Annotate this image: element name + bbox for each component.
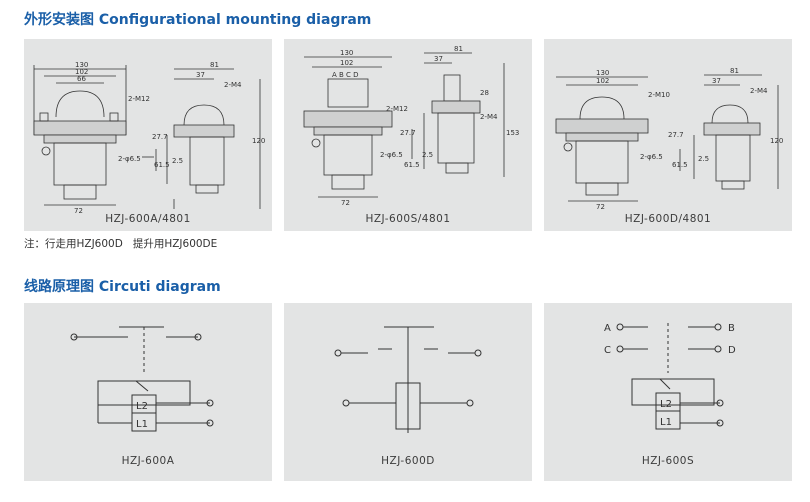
dim-61-5: 61.5 xyxy=(404,161,420,169)
mounting-drawing-600a: 130 102 66 72 2-M12 2-φ6.5 81 37 2-M4 27… xyxy=(33,61,265,215)
dim-102: 102 xyxy=(75,68,88,76)
mounting-panel-600d: 130 102 72 2-M10 2-φ6.5 81 37 2-M4 27.7 … xyxy=(544,39,792,231)
panel-caption: HZJ-600S xyxy=(641,455,695,467)
circuit-panel-600a: L2 L1 HZJ-600A xyxy=(24,303,272,481)
mounting-section-title: 外形安装图 Configurational mounting diagram xyxy=(24,12,372,28)
coil-label-l1: L1 xyxy=(136,419,148,430)
mounting-panel-600s: 130 102 A B C D 72 2-M12 2-φ6.5 81 37 2-… xyxy=(284,39,532,231)
dim-m12: 2-M12 xyxy=(386,105,408,113)
dim-130: 130 xyxy=(75,61,88,69)
panel-caption: HZJ-600A/4801 xyxy=(105,213,191,225)
dim-2-5: 2.5 xyxy=(172,157,183,165)
coil-label-l2: L2 xyxy=(660,399,672,410)
dim-m4: 2-M4 xyxy=(224,81,242,89)
dim-72: 72 xyxy=(74,207,83,215)
panel-caption: HZJ-600D xyxy=(381,455,435,467)
circuit-section-title: 线路原理图 Circuti diagram xyxy=(24,279,221,295)
dim-61-5: 61.5 xyxy=(672,161,688,169)
mounting-drawing-600s: 130 102 A B C D 72 2-M12 2-φ6.5 81 37 2-… xyxy=(303,45,519,207)
usage-note: 注：行走用HZJ600D 提升用HZJ600DE xyxy=(24,238,218,250)
terminal-a: A xyxy=(604,323,611,334)
dim-27-7: 27.7 xyxy=(152,133,168,141)
dim-m12: 2-M12 xyxy=(128,95,150,103)
panel-caption: HZJ-600A xyxy=(121,455,175,467)
dim-27-7: 27.7 xyxy=(668,131,684,139)
dim-81: 81 xyxy=(454,45,463,53)
dim-2-5: 2.5 xyxy=(422,151,433,159)
terminal-labels: A B C D xyxy=(332,71,359,79)
dim-61-5: 61.5 xyxy=(154,161,170,169)
dim-37: 37 xyxy=(196,71,205,79)
dim-hole: 2-φ6.5 xyxy=(640,153,663,161)
dim-2-5: 2.5 xyxy=(698,155,709,163)
dim-72: 72 xyxy=(341,199,350,207)
circuit-panel-600d: HZJ-600D xyxy=(284,303,532,481)
dim-120: 120 xyxy=(770,137,783,145)
circuit-drawing-600d xyxy=(334,326,482,433)
circuit-drawing-600s: A B C D L2 L1 xyxy=(604,323,736,430)
dim-120: 120 xyxy=(252,137,265,145)
terminal-c: C xyxy=(604,345,611,356)
terminal-b: B xyxy=(728,323,735,334)
dim-hole: 2-φ6.5 xyxy=(380,151,403,159)
dim-m4: 2-M4 xyxy=(750,87,768,95)
coil-label-l1: L1 xyxy=(660,417,672,428)
dim-72: 72 xyxy=(596,203,605,211)
dim-37: 37 xyxy=(712,77,721,85)
terminal-d: D xyxy=(728,345,736,356)
coil-label-l2: L2 xyxy=(136,401,148,412)
dim-81: 81 xyxy=(730,67,739,75)
dim-28: 28 xyxy=(480,89,489,97)
mounting-panel-600a: 130 102 66 72 2-M12 2-φ6.5 81 37 2-M4 27… xyxy=(24,39,272,231)
dim-66: 66 xyxy=(77,75,86,83)
dim-153: 153 xyxy=(506,129,519,137)
dim-102: 102 xyxy=(596,77,609,85)
dim-102: 102 xyxy=(340,59,353,67)
panel-caption: HZJ-600D/4801 xyxy=(624,213,712,225)
circuit-drawing-600a: L2 L1 xyxy=(70,326,214,432)
dim-81: 81 xyxy=(210,61,219,69)
dim-m4: 2-M4 xyxy=(480,113,498,121)
dim-m10: 2-M10 xyxy=(648,91,670,99)
dim-hole: 2-φ6.5 xyxy=(118,155,141,163)
dim-130: 130 xyxy=(340,49,353,57)
mounting-drawing-600d: 130 102 72 2-M10 2-φ6.5 81 37 2-M4 27.7 … xyxy=(555,67,783,211)
dim-37: 37 xyxy=(434,55,443,63)
dim-130: 130 xyxy=(596,69,609,77)
dim-27-7: 27.7 xyxy=(400,129,416,137)
panel-caption: HZJ-600S/4801 xyxy=(365,213,451,225)
circuit-panel-600s: A B C D L2 L1 HZJ-600S xyxy=(544,303,792,481)
